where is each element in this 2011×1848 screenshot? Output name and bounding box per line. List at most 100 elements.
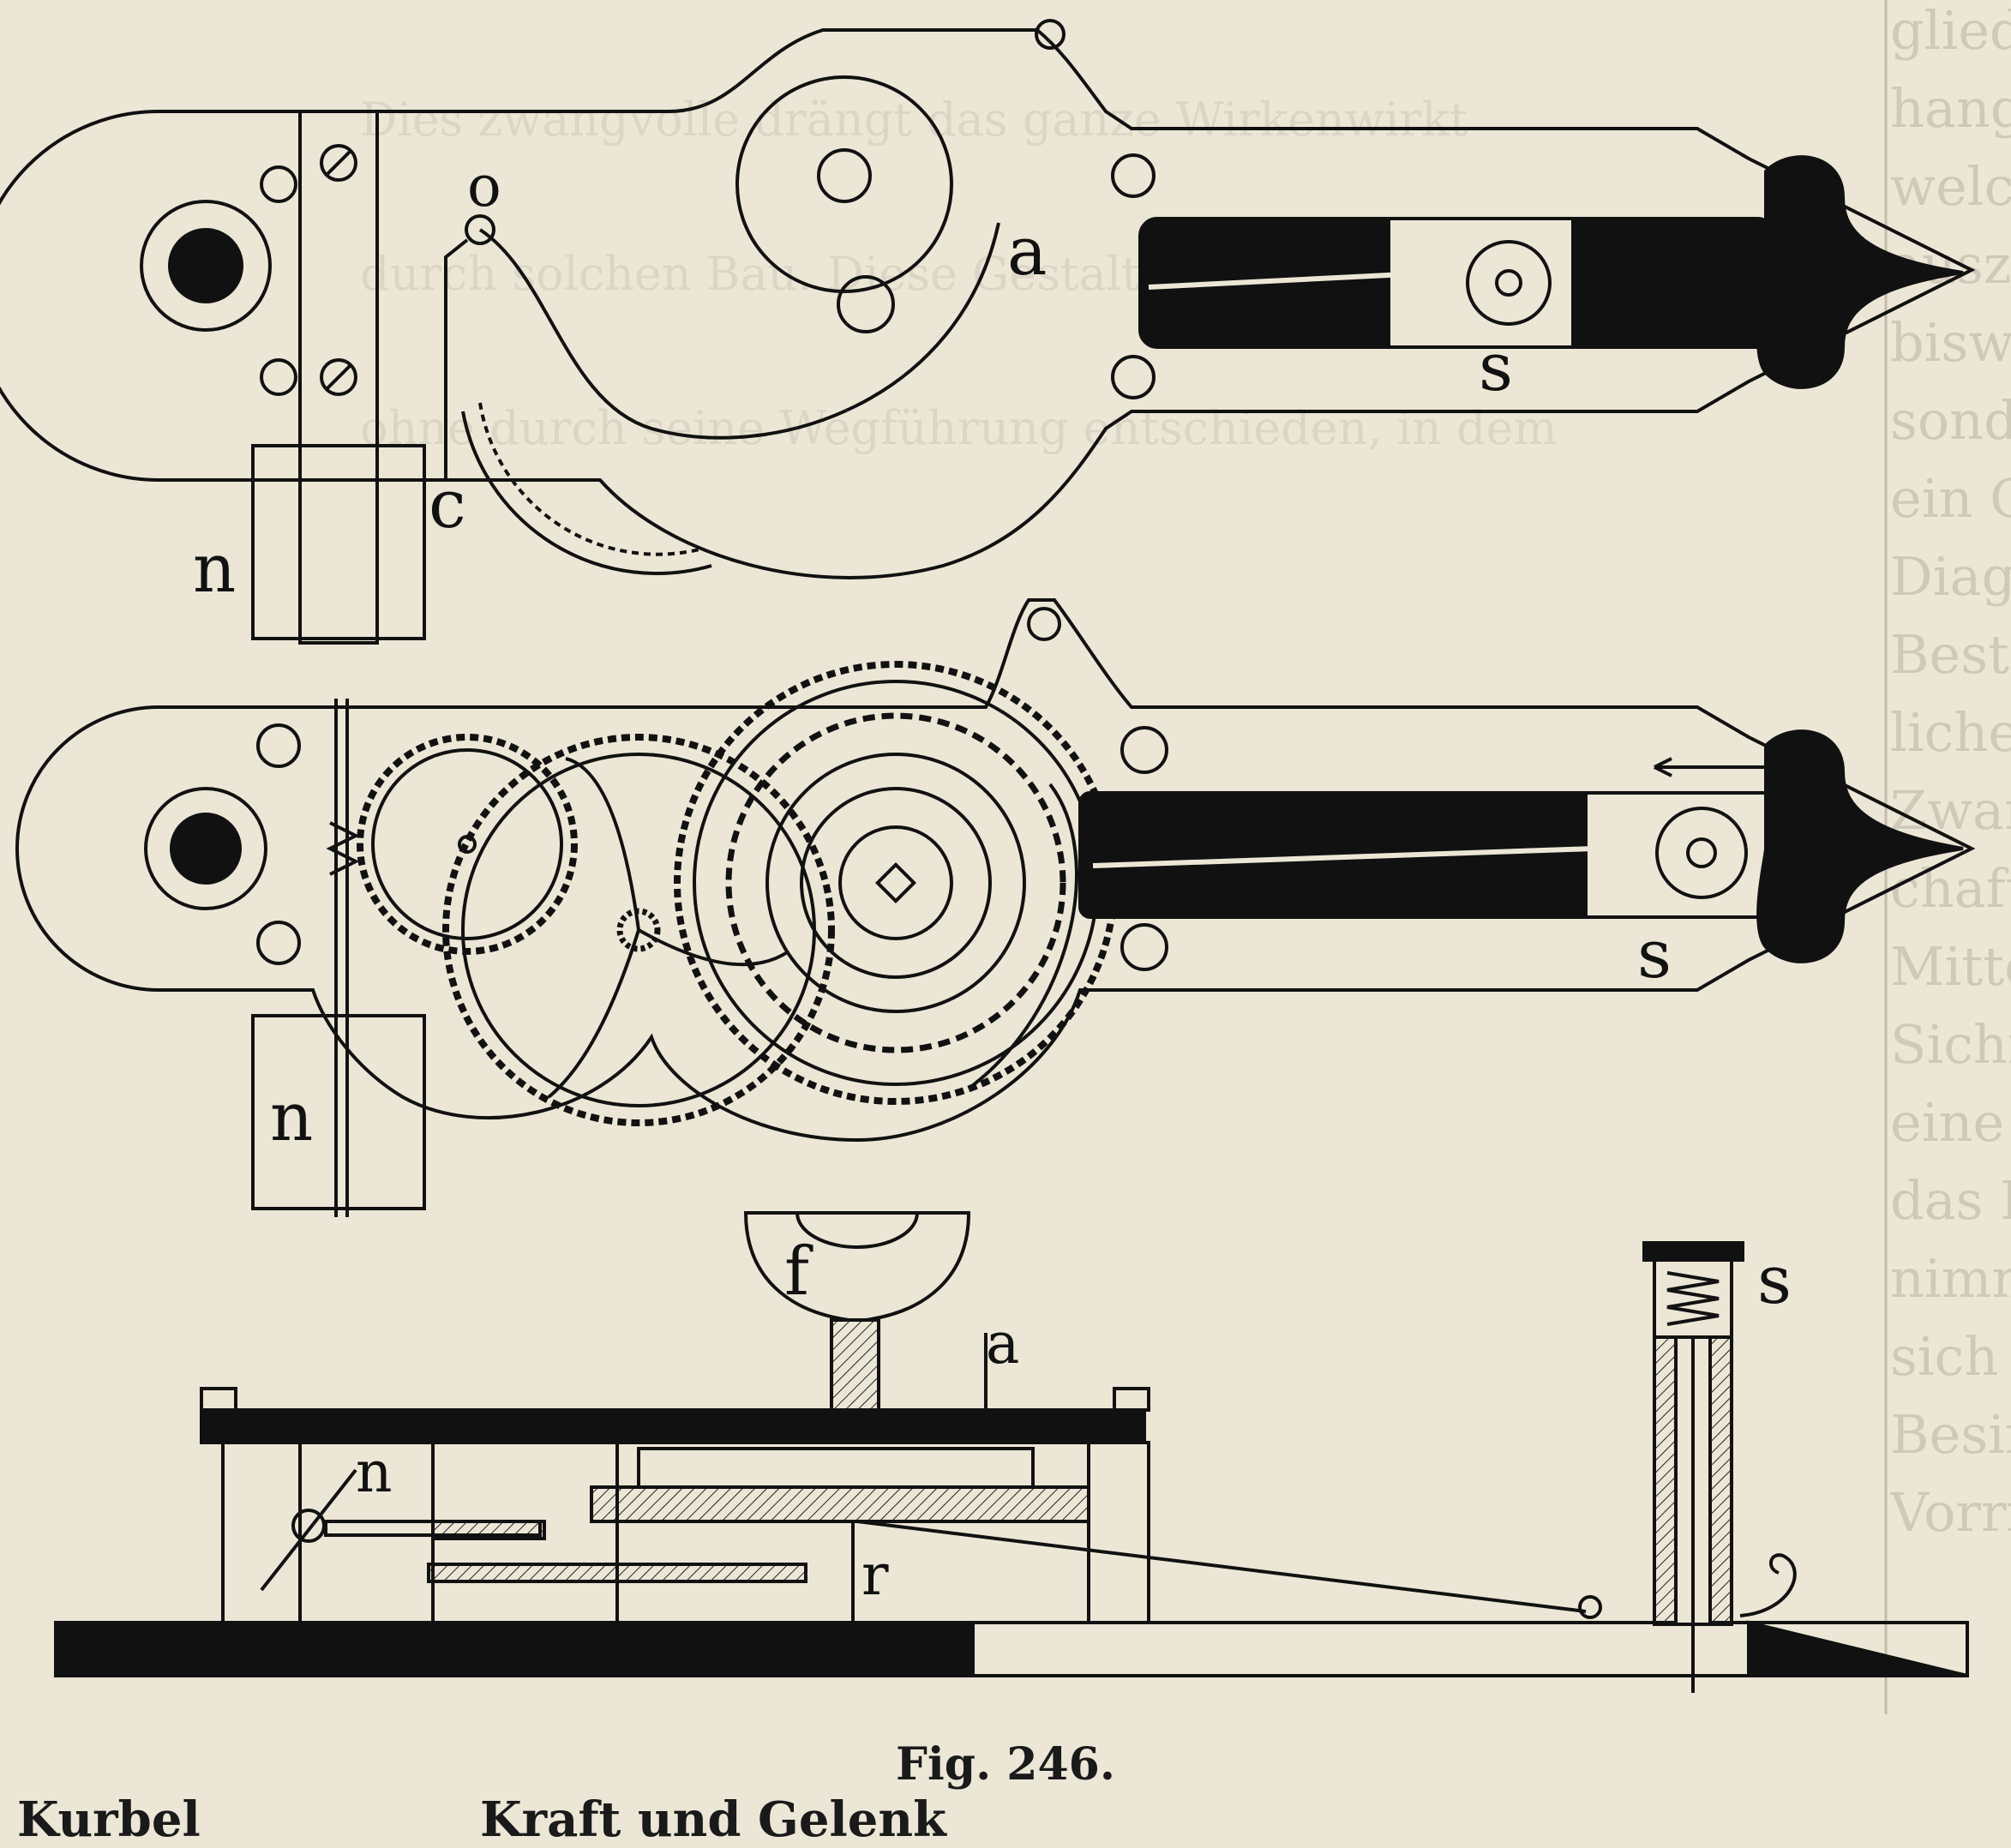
- label-r: r: [861, 1542, 889, 1608]
- spring-hook: [1739, 1553, 1797, 1617]
- side-cord: [856, 1520, 1587, 1613]
- base-tip: [1747, 1620, 1968, 1677]
- spring-coil: [1666, 1271, 1720, 1326]
- side-main-gear: [590, 1485, 1090, 1523]
- gear-large-left: [442, 734, 835, 1126]
- right-margin-line: nimmt.: [1890, 1247, 2011, 1310]
- right-margin-line: Zwangsl: [1890, 779, 2011, 842]
- top-ear-hole: [1035, 19, 1066, 50]
- top-disc-center: [817, 148, 872, 203]
- top-heart-cam: [1756, 155, 1964, 389]
- middle-worm: [326, 821, 360, 876]
- bottom-text-middle: Kraft und Gelenk: [480, 1791, 946, 1848]
- right-margin-line: chaften: [1890, 857, 2011, 920]
- right-margin-line: Sichfall: [1890, 1013, 2011, 1076]
- cup-stem: [830, 1318, 880, 1412]
- middle-ear-hole: [1027, 607, 1061, 641]
- middle-slider-wheel: [1655, 807, 1748, 899]
- middle-cord: [1092, 846, 1595, 868]
- side-upper-plate: [200, 1408, 1146, 1444]
- pinion: [616, 908, 661, 952]
- square-arbor: [874, 861, 917, 904]
- right-margin-line: sondern: [1890, 389, 2011, 452]
- ratchet-ring: [765, 753, 1026, 1013]
- top-disc-pin: [837, 275, 895, 333]
- middle-slider-s: [1584, 791, 1785, 919]
- label-s-middle: s: [1637, 916, 1672, 993]
- ratchet-wheel: [725, 712, 1066, 1053]
- top-rivet-2: [1111, 355, 1156, 399]
- top-weight-block: [251, 444, 426, 640]
- strap-screw-1: [320, 144, 357, 182]
- gear-main-inner: [693, 680, 1099, 1086]
- label-c: c: [429, 466, 466, 543]
- middle-plate-outline: [15, 598, 1976, 1143]
- top-rivet-1: [1111, 153, 1156, 198]
- middle-view: [15, 598, 1976, 1217]
- label-a-top: a: [1007, 213, 1048, 291]
- right-margin-line: hangunge: [1890, 77, 2011, 140]
- right-margin-line: Bestimm: [1890, 623, 2011, 686]
- label-n-side: n: [356, 1439, 393, 1505]
- right-margin-line: sich dar: [1890, 1325, 1999, 1388]
- top-gear-teeth: [478, 402, 704, 556]
- right-margin-text: gliederhangungewelchenauszuarbisweileson…: [1890, 0, 2011, 1551]
- right-margin-line: Diagram: [1890, 545, 2011, 608]
- top-slider-hub: [1495, 269, 1522, 297]
- barrel: [800, 787, 992, 979]
- strap-screw-2: [320, 358, 357, 396]
- right-margin-line: lichen: [1890, 701, 2011, 764]
- gear-small-inner: [371, 748, 563, 940]
- top-small-hole-2: [260, 358, 297, 396]
- gear-spokes: [547, 757, 790, 1099]
- side-barrel: [637, 1447, 1035, 1489]
- top-pivot-ring: [140, 200, 272, 332]
- spring-arm: [478, 222, 1000, 440]
- middle-rivet-2: [1120, 923, 1168, 971]
- right-margin-line: bisweile: [1890, 311, 2011, 374]
- lever-pivot-o: [465, 214, 495, 245]
- label-s-side: s: [1757, 1242, 1792, 1319]
- side-worm-n: [291, 1509, 326, 1543]
- right-margin-line: ein Ob: [1890, 467, 2011, 530]
- bottom-text-left: Kurbel: [17, 1791, 201, 1848]
- top-small-hole-1: [260, 165, 297, 203]
- right-margin-line: welchen: [1890, 155, 2011, 218]
- right-margin-line: Besinnu: [1890, 1403, 2011, 1466]
- side-view: [54, 1211, 1969, 1693]
- middle-rivet-1: [1120, 726, 1168, 774]
- top-cord: [1148, 272, 1407, 290]
- click-spring: [967, 783, 1078, 1090]
- label-s-top: s: [1479, 329, 1513, 406]
- middle-pivot-ring: [144, 787, 267, 910]
- lever-c: [444, 238, 469, 480]
- spring-cap: [1642, 1241, 1744, 1262]
- right-margin-line: Vorrich: [1890, 1481, 2011, 1544]
- middle-slider-hub: [1686, 837, 1717, 868]
- gear-main: [674, 661, 1118, 1105]
- label-f: f: [784, 1233, 813, 1311]
- figure-caption: Fig. 246.: [896, 1738, 1115, 1791]
- middle-pivot-hole: [170, 813, 242, 885]
- label-n-middle: n: [270, 1079, 313, 1156]
- right-margin-line: glieder: [1890, 0, 2011, 62]
- label-n-top: n: [193, 531, 236, 608]
- top-disc: [735, 75, 953, 293]
- middle-heart-cam: [1756, 729, 1964, 963]
- label-a-side: a: [986, 1311, 1019, 1377]
- side-pillar-left: [221, 1441, 302, 1624]
- barrel-arbor: [838, 825, 953, 940]
- spring-housing: [1653, 1258, 1733, 1339]
- middle-weight-block: [251, 1014, 426, 1210]
- side-fan: [260, 1468, 357, 1592]
- right-margin-line: das La: [1890, 1169, 2011, 1232]
- middle-hole-1: [256, 723, 301, 768]
- top-gear-arc: [461, 411, 712, 575]
- top-view: [0, 19, 1976, 645]
- top-slider-wheel: [1466, 240, 1552, 326]
- cup-notch: [795, 1212, 919, 1249]
- gear-small: [357, 734, 578, 955]
- right-margin-line: eine Figu: [1890, 1091, 2005, 1154]
